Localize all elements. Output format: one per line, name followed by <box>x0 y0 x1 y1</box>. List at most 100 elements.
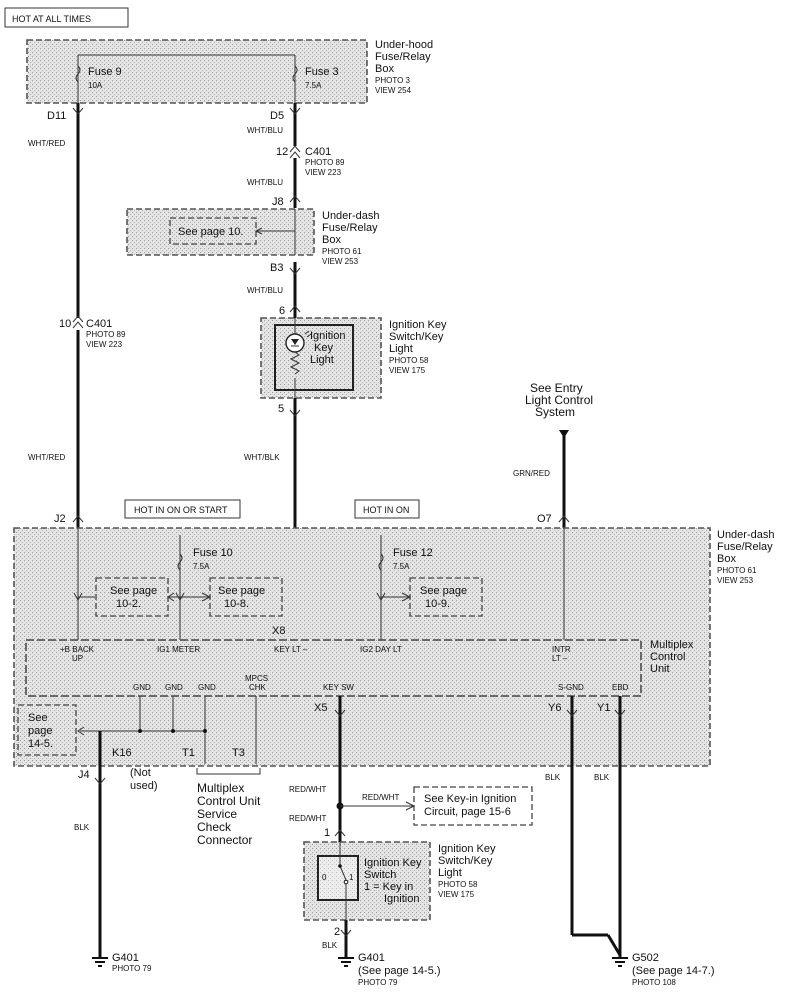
underdash-main-see-14-5-b: page <box>28 725 52 737</box>
service-check-line4: Check <box>197 820 232 834</box>
mcu-s-gnd: S-GND <box>558 683 584 692</box>
underdash-upper-line2: Fuse/Relay <box>322 222 378 234</box>
ignition-key-light-line1: Ignition Key <box>389 319 447 331</box>
underdash-main-line1: Under-dash <box>717 529 774 541</box>
c401-left-name: C401 <box>86 318 112 330</box>
c401-upper-photo: PHOTO 89 <box>305 158 345 167</box>
underdash-main-fuse12: Fuse 12 <box>393 547 433 559</box>
wires-wht-blu-1: WHT/BLU <box>247 126 283 135</box>
ignition-key-light-line3: Light <box>389 343 413 355</box>
wires-wht-blu-3: WHT/BLU <box>247 286 283 295</box>
underdash-main-line2: Fuse/Relay <box>717 541 773 553</box>
mcu-b-backup-1: +B BACK <box>60 645 95 654</box>
fuse-12-symbol <box>378 553 384 571</box>
underdash-main-see-10-2-b: 10-2. <box>116 598 141 610</box>
ignition-key-light-line2: Switch/Key <box>389 331 444 343</box>
see-page-10: See page 10. <box>178 226 243 238</box>
wire-wht-red <box>72 103 84 528</box>
wires-blk-2: BLK <box>322 941 338 950</box>
service-check-line3: Service <box>197 807 237 821</box>
ignition-key-switch-view: VIEW 175 <box>438 890 475 899</box>
underdash-main-photo: PHOTO 61 <box>717 566 757 575</box>
see-page-10-9: See page 10-9. <box>409 577 483 617</box>
ignition-key-switch-inner1: Ignition Key <box>364 857 422 869</box>
ignition-key-switch-inner2: Switch <box>364 869 396 881</box>
underhood-fuse-relay-box: Fuse 9 10A Fuse 3 7.5A <box>26 39 368 104</box>
mcu-mpcs-1: MPCS <box>245 674 268 683</box>
mcu-pin-k16: K16 <box>112 747 132 759</box>
key-in-circuit-line2: Circuit, page 15-6 <box>424 806 511 818</box>
ignition-key-switch-switch-1: 1 <box>349 873 354 882</box>
mcu-line2: Control <box>650 651 685 663</box>
underdash-main-pin-j2: J2 <box>54 513 66 525</box>
key-in-circuit-line1: See Key-in Ignition <box>424 793 516 805</box>
underhood-box-pin-d5: D5 <box>270 110 284 122</box>
underdash-main-view: VIEW 253 <box>717 576 754 585</box>
ignition-key-light-view: VIEW 175 <box>389 366 426 375</box>
ignition-key-switch-line3: Light <box>438 867 462 879</box>
wire-blk-right <box>566 696 626 958</box>
grounds-g502: G502 <box>632 952 659 964</box>
fuse-3-rating: 7.5A <box>305 81 322 90</box>
wires-wht-red-2: WHT/RED <box>28 453 66 462</box>
grounds-g401-mid-see: (See page 14-5.) <box>358 965 441 977</box>
underhood-box-line3: Box <box>375 63 394 75</box>
ignition-key-switch-inner4: Ignition <box>384 893 419 905</box>
ignition-key-light-pin-bottom: 5 <box>278 403 284 415</box>
entry-light-line3: System <box>535 405 575 419</box>
labels-hot-in-on-or-start: HOT IN ON OR START <box>134 505 228 515</box>
underhood-box-photo: PHOTO 3 <box>375 76 411 85</box>
wires-red-wht-2: RED/WHT <box>362 793 399 802</box>
wires-wht-blu-2: WHT/BLU <box>247 178 283 187</box>
underdash-main-pin-o7: O7 <box>537 513 552 525</box>
underhood-box-line1: Under-hood <box>375 39 433 51</box>
mcu-line3: Unit <box>650 663 670 675</box>
wires-wht-blk: WHT/BLK <box>244 453 280 462</box>
wire-wht-blu <box>289 103 301 318</box>
service-check-line1: Multiplex <box>197 781 244 795</box>
see-page-10-2: See page 10-2. <box>95 577 169 617</box>
mcu-line1: Multiplex <box>650 639 694 651</box>
mcu-key-sw: KEY SW <box>323 683 354 692</box>
underdash-upper-line1: Under-dash <box>322 210 379 222</box>
c401-left-photo: PHOTO 89 <box>86 330 126 339</box>
grounds-g502-see: (See page 14-7.) <box>632 965 715 977</box>
underdash-main-fuse12-rating: 7.5A <box>393 562 410 571</box>
underhood-box-line2: Fuse/Relay <box>375 51 431 63</box>
hot-in-on-or-start-label: HOT IN ON OR START <box>124 499 241 519</box>
hot-at-all-times-label: HOT AT ALL TIMES <box>4 7 129 28</box>
underdash-main-see-10-8-a: See page <box>218 585 265 597</box>
mcu-gnd2: GND <box>165 683 183 692</box>
ignition-key-light-photo: PHOTO 58 <box>389 356 429 365</box>
ignition-key-light: Ignition Key Light <box>260 317 382 399</box>
c401-upper-pin: 12 <box>276 146 288 158</box>
underdash-main-fuse10-rating: 7.5A <box>193 562 210 571</box>
ignition-key-light-inner1: Ignition <box>310 330 345 342</box>
resistor-icon <box>289 351 301 375</box>
ignition-key-switch-photo: PHOTO 58 <box>438 880 478 889</box>
underdash-main-see-14-5-c: 14-5. <box>28 738 53 750</box>
underdash-upper-line3: Box <box>322 234 341 246</box>
fuse-3-label: Fuse 3 <box>305 66 339 78</box>
mcu-b-backup-2: UP <box>72 654 83 663</box>
mcu-key-lt: KEY LT – <box>274 645 308 654</box>
ignition-key-switch-line2: Switch/Key <box>438 855 493 867</box>
fuse-9-rating: 10A <box>88 81 103 90</box>
mcu-ebd: EBD <box>612 683 629 692</box>
ignition-key-switch: 0 1 Ignition Key Switch 1 = Key in Ignit… <box>303 841 431 921</box>
mcu-intr-2: LT – <box>552 654 568 663</box>
underdash-main-see-14-5-a: See <box>28 712 48 724</box>
ignition-key-light-inner2: Key <box>314 342 333 354</box>
underdash-main-see-10-2-a: See page <box>110 585 157 597</box>
underdash-main-pin-x8: X8 <box>272 625 285 637</box>
grounds-g502-photo: PHOTO 108 <box>632 978 676 987</box>
underdash-main-box <box>13 527 711 767</box>
entry-light-line2: Light Control <box>525 393 593 407</box>
wire-grn-red <box>558 430 570 530</box>
fuse-3-symbol <box>292 65 298 83</box>
fuse-9-label: Fuse 9 <box>88 66 122 78</box>
wire-red-wht <box>334 709 416 842</box>
hot-in-on-label: HOT IN ON <box>354 499 420 519</box>
